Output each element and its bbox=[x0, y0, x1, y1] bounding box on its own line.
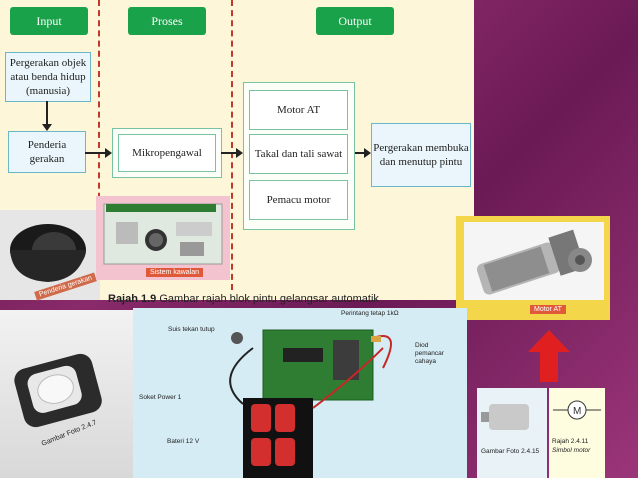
label-perintang: Perintang tetap 1kΩ bbox=[341, 310, 399, 317]
motor-symbol-panel: M Rajah 2.4.11 Simbol motor bbox=[549, 388, 605, 478]
divider-line-2 bbox=[231, 0, 233, 290]
arrow-2 bbox=[221, 148, 243, 158]
label-diod: Diod pemancar cahaya bbox=[415, 342, 444, 365]
block-takal: Takal dan tali sawat bbox=[249, 134, 348, 174]
circuit-photo: Suis tekan tutup Perintang tetap 1kΩ Dio… bbox=[133, 308, 467, 478]
block-pergerakan-pintu: Pergerakan membuka dan menutup pintu bbox=[371, 123, 471, 187]
block-mikropengawal: Mikropengawal bbox=[118, 134, 216, 172]
arrow-3 bbox=[355, 148, 371, 158]
header-proses: Proses bbox=[128, 7, 206, 35]
tag-sistem: Sistem kawalan bbox=[146, 268, 204, 277]
block-motor-at: Motor AT bbox=[249, 90, 348, 130]
divider-line-1 bbox=[98, 0, 100, 290]
red-up-arrow bbox=[528, 330, 570, 382]
block-pemacu: Pemacu motor bbox=[249, 180, 348, 220]
motor-symbol-icon: M bbox=[553, 400, 601, 420]
small-motor-photo: Gambar Foto 2.4.15 bbox=[477, 388, 547, 478]
block-penderia: Penderia gerakan bbox=[8, 131, 86, 173]
label-soket: Soket Power 1 bbox=[139, 394, 182, 401]
label-bateri: Bateri 12 V bbox=[167, 438, 200, 445]
header-input: Input bbox=[10, 7, 88, 35]
block-pergerakan-objek: Pergerakan objek atau benda hidup (manus… bbox=[5, 52, 91, 102]
motor-photo bbox=[456, 216, 610, 320]
arrow-down bbox=[42, 101, 52, 131]
svg-text:M: M bbox=[573, 406, 581, 417]
controller-photo bbox=[96, 196, 230, 280]
caption-rajah2411: Rajah 2.4.11 bbox=[552, 438, 589, 445]
tag-motor: Motor AT bbox=[530, 305, 566, 314]
caption-foto2415: Gambar Foto 2.4.15 bbox=[481, 448, 540, 455]
caption-simbol: Simbol motor bbox=[552, 447, 591, 454]
label-suis: Suis tekan tutup bbox=[168, 326, 215, 333]
sensor-photo bbox=[0, 210, 100, 300]
arrow-1 bbox=[85, 148, 112, 158]
sensor-photo-2 bbox=[0, 310, 133, 478]
header-output: Output bbox=[316, 7, 394, 35]
figure-caption: Rajah 1.9 Gambar rajah blok pintu gelang… bbox=[108, 293, 379, 305]
